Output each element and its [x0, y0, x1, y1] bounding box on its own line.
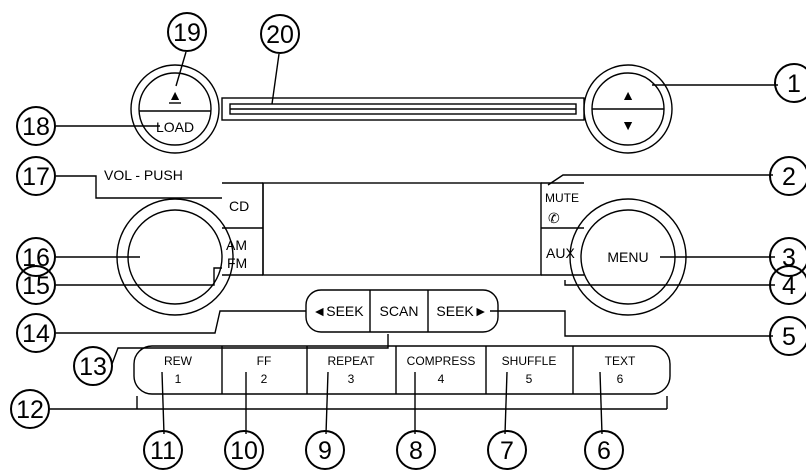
eject-load-knob[interactable]: ▲ LOAD [130, 64, 220, 154]
svg-text:5: 5 [782, 323, 796, 351]
svg-text:TEXT: TEXT [605, 354, 636, 368]
svg-text:4: 4 [438, 372, 445, 386]
seek-left-button[interactable]: ◄SEEK [312, 303, 364, 319]
source-buttons-right: MUTE ✆ AUX [541, 182, 584, 276]
svg-text:REPEAT: REPEAT [327, 354, 375, 368]
preset-4[interactable]: COMPRESS 4 [407, 354, 476, 386]
callout-13: 13 [73, 346, 113, 386]
callout-16: 16 [16, 237, 56, 277]
display-window [262, 182, 542, 276]
svg-text:FF: FF [257, 354, 272, 368]
callout-19: 19 [167, 12, 207, 52]
preset-2[interactable]: FF 2 [257, 354, 272, 386]
tune-up-icon: ▲ [621, 87, 635, 103]
svg-text:1: 1 [175, 372, 182, 386]
preset-bracket [50, 396, 668, 410]
callout-8: 8 [396, 430, 436, 470]
am-button[interactable]: AM [226, 237, 247, 253]
seek-right-button[interactable]: SEEK► [436, 303, 487, 319]
svg-text:14: 14 [22, 320, 50, 348]
svg-text:4: 4 [782, 272, 796, 300]
callout-5: 5 [769, 316, 806, 356]
vol-push-label: VOL - PUSH [104, 167, 183, 183]
leader-lines [56, 51, 778, 435]
svg-text:12: 12 [16, 396, 44, 424]
callout-4: 4 [769, 265, 806, 305]
svg-text:2: 2 [261, 372, 268, 386]
svg-text:REW: REW [164, 354, 193, 368]
svg-text:18: 18 [22, 113, 50, 141]
svg-text:11: 11 [150, 437, 176, 465]
svg-text:2: 2 [782, 163, 796, 191]
cd-button[interactable]: CD [229, 198, 249, 214]
callouts: 1 2 3 4 5 6 7 8 9 10 11 12 13 14 15 16 1… [10, 12, 806, 470]
aux-button[interactable]: AUX [546, 245, 575, 261]
svg-text:1: 1 [787, 70, 801, 98]
svg-text:6: 6 [617, 372, 624, 386]
callout-20: 20 [260, 14, 300, 54]
svg-text:17: 17 [22, 163, 50, 191]
callout-6: 6 [584, 430, 624, 470]
svg-text:9: 9 [318, 437, 332, 465]
load-label: LOAD [156, 119, 194, 135]
svg-text:7: 7 [500, 437, 514, 465]
callout-10: 10 [224, 430, 264, 470]
source-buttons-left: CD AM FM [222, 182, 264, 276]
callout-11: 11 [143, 430, 183, 470]
svg-text:COMPRESS: COMPRESS [407, 354, 476, 368]
fm-button[interactable]: FM [227, 255, 247, 271]
svg-text:5: 5 [526, 372, 533, 386]
svg-text:6: 6 [597, 437, 611, 465]
preset-1[interactable]: REW 1 [164, 354, 193, 386]
tune-knob[interactable]: ▲ ▼ [583, 64, 673, 154]
cd-slot [221, 97, 585, 121]
callout-2: 2 [769, 156, 806, 196]
svg-text:SHUFFLE: SHUFFLE [502, 354, 557, 368]
preset-buttons: REW 1 FF 2 REPEAT 3 COMPRESS 4 SHUFFLE 5… [133, 345, 671, 395]
svg-text:3: 3 [348, 372, 355, 386]
callout-12: 12 [10, 389, 50, 429]
svg-text:10: 10 [230, 437, 258, 465]
seek-scan-group: ◄SEEK SCAN SEEK► [305, 289, 499, 333]
svg-text:20: 20 [266, 21, 294, 49]
callout-1: 1 [774, 63, 806, 103]
callout-17: 17 [16, 156, 56, 196]
callout-3: 3 [769, 237, 806, 277]
svg-text:8: 8 [409, 437, 423, 465]
svg-text:19: 19 [173, 19, 201, 47]
preset-5[interactable]: SHUFFLE 5 [502, 354, 557, 386]
svg-text:13: 13 [79, 353, 107, 381]
eject-icon: ▲ [168, 87, 182, 103]
svg-text:16: 16 [22, 244, 50, 272]
menu-label: MENU [607, 249, 648, 265]
preset-6[interactable]: TEXT 6 [605, 354, 636, 386]
callout-7: 7 [487, 430, 527, 470]
callout-14: 14 [16, 313, 56, 353]
phone-icon: ✆ [548, 210, 560, 226]
mute-button[interactable]: MUTE [545, 191, 579, 205]
svg-text:3: 3 [782, 244, 796, 272]
tune-down-icon: ▼ [621, 117, 635, 133]
callout-9: 9 [305, 430, 345, 470]
callout-18: 18 [16, 106, 56, 146]
preset-3[interactable]: REPEAT 3 [327, 354, 375, 386]
scan-button[interactable]: SCAN [380, 303, 419, 319]
